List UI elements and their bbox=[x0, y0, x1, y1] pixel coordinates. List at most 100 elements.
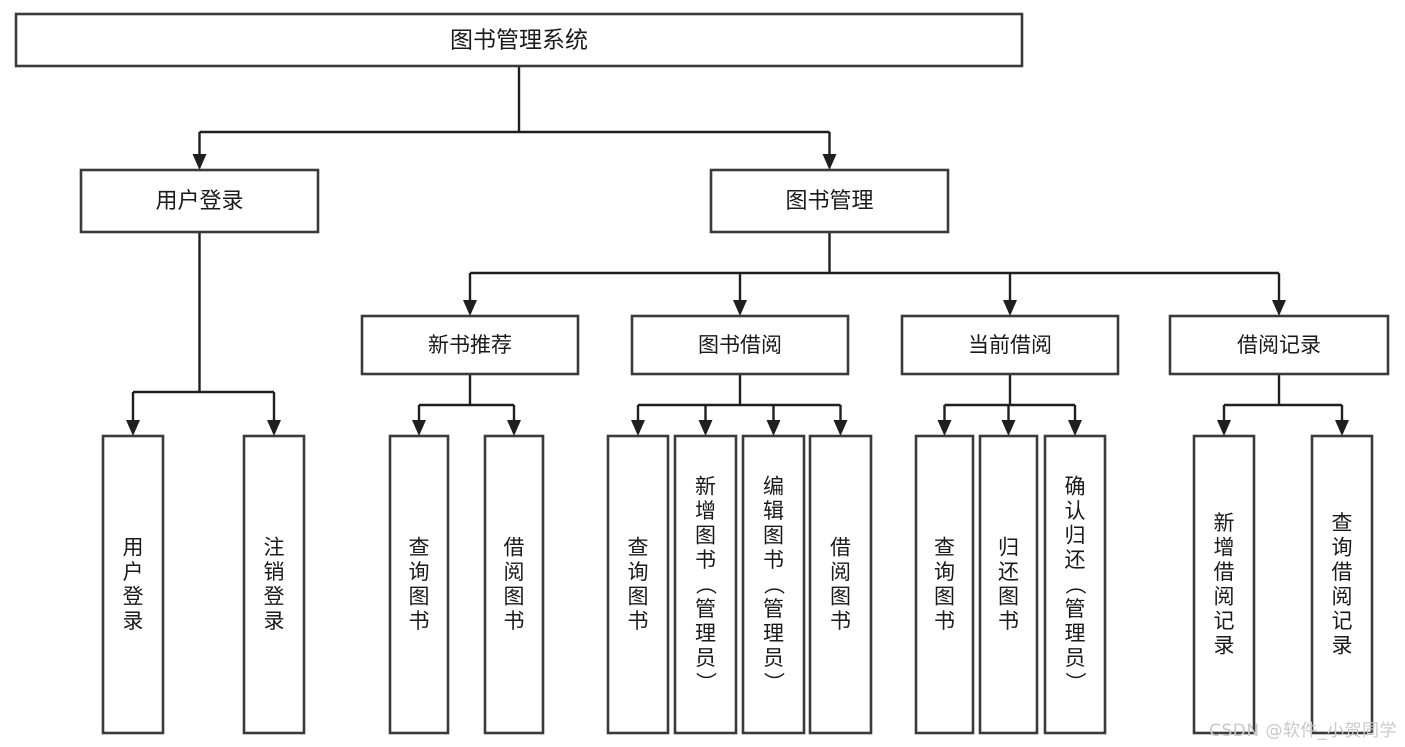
node-label-leaf-add-borrow-record: 增 bbox=[1214, 536, 1235, 560]
node-label-leaf-confirm-return-admin: 认 bbox=[1065, 499, 1086, 523]
arrow-head bbox=[1003, 300, 1017, 316]
node-label-leaf-add-book-admin: ） bbox=[693, 672, 717, 693]
node-label-leaf-add-borrow-record: 新 bbox=[1214, 511, 1235, 535]
node-label-leaf-query-books-3: 查 bbox=[934, 536, 955, 560]
node-label-leaf-confirm-return-admin: ） bbox=[1063, 672, 1087, 693]
node-label-leaf-borrow-books-1: 阅 bbox=[504, 560, 525, 584]
node-label-leaf-logout: 录 bbox=[264, 609, 285, 633]
node-label-book-borrow: 图书借阅 bbox=[698, 333, 782, 357]
node-label-leaf-confirm-return-admin: 归 bbox=[1065, 523, 1086, 547]
node-box-leaf-query-books-3 bbox=[914, 434, 975, 735]
node-label-leaf-add-book-admin: 管 bbox=[695, 597, 716, 621]
arrow-head bbox=[1001, 420, 1016, 436]
node-label-leaf-query-books-2: 书 bbox=[628, 609, 649, 633]
node-label-leaf-query-books-3: 书 bbox=[934, 609, 955, 633]
node-label-leaf-return-books: 还 bbox=[998, 560, 1019, 584]
node-box-leaf-return-books bbox=[978, 434, 1039, 735]
node-label-current-borrow: 当前借阅 bbox=[968, 333, 1052, 357]
node-label-leaf-add-book-admin: 增 bbox=[695, 499, 716, 523]
node-label-leaf-return-books: 归 bbox=[998, 536, 1019, 560]
node-label-leaf-confirm-return-admin: 确 bbox=[1065, 474, 1086, 498]
arrow-head bbox=[267, 420, 281, 436]
node-label-leaf-confirm-return-admin: （ bbox=[1063, 574, 1087, 595]
node-current-borrow[interactable]: 当前借阅 bbox=[900, 314, 1120, 376]
node-box-leaf-borrow-books-1 bbox=[483, 434, 545, 735]
node-label-leaf-query-borrow-record: 阅 bbox=[1332, 585, 1353, 609]
node-label-leaf-query-borrow-record: 查 bbox=[1332, 511, 1353, 535]
node-label-leaf-confirm-return-admin: 理 bbox=[1065, 621, 1086, 645]
node-label-leaf-query-books-3: 询 bbox=[934, 560, 955, 584]
node-root[interactable]: 图书管理系统 bbox=[14, 12, 1024, 68]
node-book-management[interactable]: 图书管理 bbox=[709, 168, 950, 234]
arrow-head bbox=[698, 420, 713, 436]
arrow-head bbox=[192, 154, 207, 170]
node-label-leaf-add-book-admin: （ bbox=[693, 574, 717, 595]
arrow-head bbox=[507, 420, 521, 436]
node-box-leaf-user-login bbox=[101, 434, 165, 735]
node-label-leaf-add-book-admin: 员 bbox=[695, 646, 716, 670]
node-leaf-user-login[interactable]: 用户登录 bbox=[101, 434, 165, 735]
node-label-leaf-confirm-return-admin: 还 bbox=[1065, 548, 1086, 572]
node-label-leaf-add-book-admin: 图 bbox=[695, 523, 716, 547]
node-box-leaf-edit-book-admin bbox=[741, 434, 806, 735]
node-label-leaf-edit-book-admin: 编 bbox=[763, 474, 784, 498]
node-label-root: 图书管理系统 bbox=[450, 28, 588, 54]
node-label-book-management: 图书管理 bbox=[785, 189, 873, 214]
node-label-leaf-logout: 注 bbox=[264, 536, 285, 560]
node-label-leaf-user-login: 登 bbox=[123, 585, 144, 609]
arrow-head bbox=[1217, 420, 1231, 436]
node-label-leaf-borrow-books-2: 借 bbox=[830, 536, 851, 560]
node-borrow-records[interactable]: 借阅记录 bbox=[1168, 314, 1390, 376]
arrow-head bbox=[766, 420, 781, 436]
node-box-user-login bbox=[79, 168, 320, 234]
node-label-new-book-recommend: 新书推荐 bbox=[428, 333, 512, 357]
node-label-leaf-query-books-2: 图 bbox=[628, 585, 649, 609]
arrow-head bbox=[1068, 420, 1082, 436]
node-book-borrow[interactable]: 图书借阅 bbox=[630, 314, 850, 376]
node-label-leaf-borrow-books-1: 借 bbox=[504, 536, 525, 560]
node-label-leaf-user-login: 户 bbox=[123, 560, 144, 584]
node-new-book-recommend[interactable]: 新书推荐 bbox=[360, 314, 580, 376]
node-box-book-management bbox=[709, 168, 950, 234]
node-label-borrow-records: 借阅记录 bbox=[1237, 333, 1321, 357]
node-label-leaf-query-borrow-record: 询 bbox=[1332, 536, 1353, 560]
node-label-leaf-query-borrow-record: 记 bbox=[1332, 609, 1353, 633]
arrow-head bbox=[463, 300, 477, 316]
node-label-leaf-add-borrow-record: 借 bbox=[1214, 560, 1235, 584]
node-box-current-borrow bbox=[900, 314, 1120, 376]
node-label-leaf-borrow-books-2: 阅 bbox=[830, 560, 851, 584]
node-label-leaf-borrow-books-2: 图 bbox=[830, 585, 851, 609]
node-label-leaf-logout: 登 bbox=[264, 585, 285, 609]
node-label-leaf-confirm-return-admin: 员 bbox=[1065, 646, 1086, 670]
node-user-login[interactable]: 用户登录 bbox=[79, 168, 320, 234]
arrow-head bbox=[1272, 300, 1286, 316]
node-label-leaf-add-borrow-record: 录 bbox=[1214, 634, 1235, 658]
node-label-leaf-edit-book-admin: ） bbox=[761, 672, 785, 693]
arrow-head bbox=[822, 154, 837, 170]
node-label-leaf-return-books: 图 bbox=[998, 585, 1019, 609]
node-label-leaf-query-books-1: 查 bbox=[409, 536, 430, 560]
node-label-leaf-borrow-books-2: 书 bbox=[830, 609, 851, 633]
node-label-leaf-edit-book-admin: 辑 bbox=[763, 499, 784, 523]
arrow-head bbox=[631, 420, 645, 436]
node-label-leaf-query-books-1: 图 bbox=[409, 585, 430, 609]
node-box-leaf-add-book-admin bbox=[673, 434, 738, 735]
node-label-leaf-edit-book-admin: 图 bbox=[763, 523, 784, 547]
node-label-leaf-return-books: 书 bbox=[998, 609, 1019, 633]
node-box-book-borrow bbox=[630, 314, 850, 376]
arrow-head bbox=[412, 420, 426, 436]
node-box-leaf-query-books-1 bbox=[388, 434, 450, 735]
